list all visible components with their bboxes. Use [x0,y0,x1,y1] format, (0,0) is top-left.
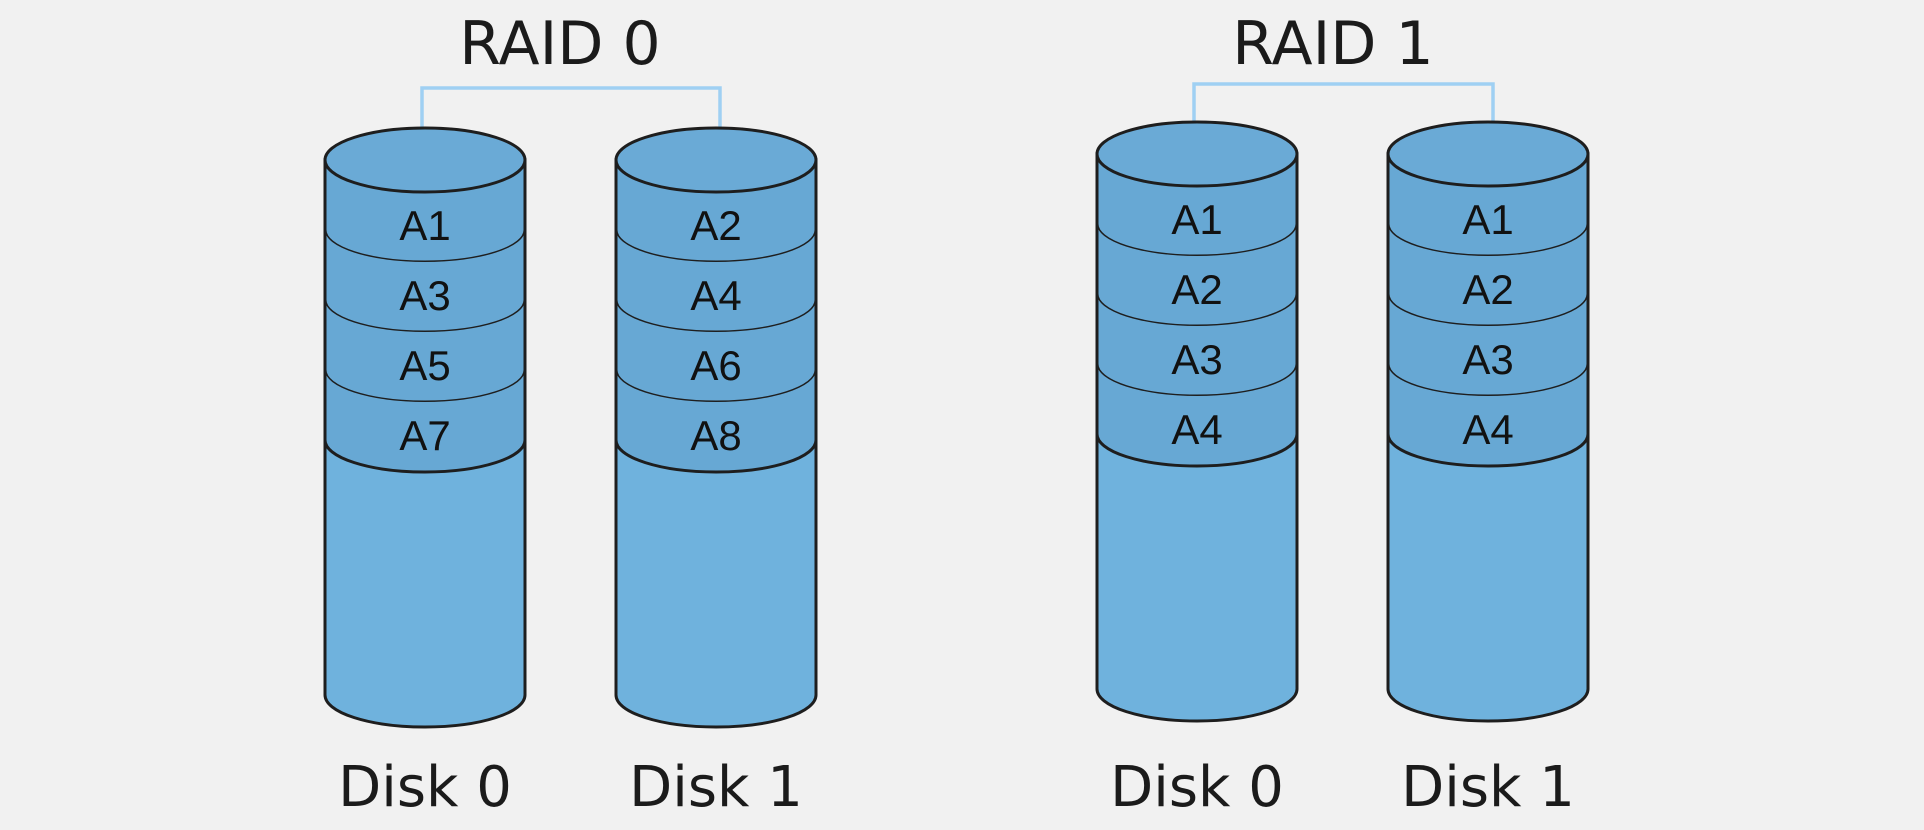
raid0-connector [420,86,722,154]
raid1-disk0-block-3 [1097,294,1297,396]
raid0-disk0-block-label: A3 [399,272,450,319]
raid0-disk0-block-label: A1 [399,202,450,249]
raid0-disk0-block-2 [325,230,525,332]
raid1-disk1-block-1 [1388,154,1588,256]
raid1-disk1-block-label: A3 [1462,336,1513,383]
raid1-disk0-block-label: A1 [1171,196,1222,243]
raid0-disk1-divider-4 [614,439,818,474]
raid0-disk1-top-cap [614,126,818,194]
raid0-disk0-block-label: A7 [399,412,450,459]
raid0-disk0-block-1 [325,160,525,262]
raid1-connector [1192,82,1495,154]
raid1-disk1-block-label: A2 [1462,266,1513,313]
raid0-title: RAID 0 [459,9,660,79]
raid0-disk0-divider-4 [323,439,527,474]
raid1-disk0-block-1 [1097,154,1297,256]
raid0-disk1-block-4 [616,370,816,472]
raid0-disk1-block-label: A8 [690,412,741,459]
raid0-disk0-top-cap [323,126,527,194]
raid1-disk1-block-label: A4 [1462,406,1513,453]
raid0-disk0-block-4 [325,370,525,472]
raid0-disk1-block-3 [616,300,816,402]
raid1-disk0-divider-4 [1095,433,1299,468]
raid1-disk0-block-4 [1097,364,1297,466]
raid0-disk0-block-3 [325,300,525,402]
raid1-disk1-top-cap [1386,120,1590,188]
raid1-disk1-block-2 [1388,224,1588,326]
raid1-disk1-block-label: A1 [1462,196,1513,243]
raid1-disk0-top-cap [1095,120,1299,188]
raid1-disk0-block-label: A3 [1171,336,1222,383]
raid1-title: RAID 1 [1232,9,1433,79]
raid1-disk1-divider-4 [1386,433,1590,468]
raid0-disk1-block-label: A6 [690,342,741,389]
raid1-disk0-block-label: A2 [1171,266,1222,313]
raid1-disk1-label: Disk 1 [1401,755,1575,820]
raid0-disk1-block-label: A4 [690,272,741,319]
raid1-disk0-block-2 [1097,224,1297,326]
raid1-disk1-block-4 [1388,364,1588,466]
raid1-disk0-block-label: A4 [1171,406,1222,453]
raid0-disk1-block-2 [616,230,816,332]
raid1-disk1-block-3 [1388,294,1588,396]
raid0-disk1-block-label: A2 [690,202,741,249]
raid0-disk1-block-1 [616,160,816,262]
raid0-disk0-label: Disk 0 [338,755,512,820]
raid0-disk0-block-label: A5 [399,342,450,389]
raid0-disk1-label: Disk 1 [629,755,803,820]
raid1-disk0-label: Disk 0 [1110,755,1284,820]
